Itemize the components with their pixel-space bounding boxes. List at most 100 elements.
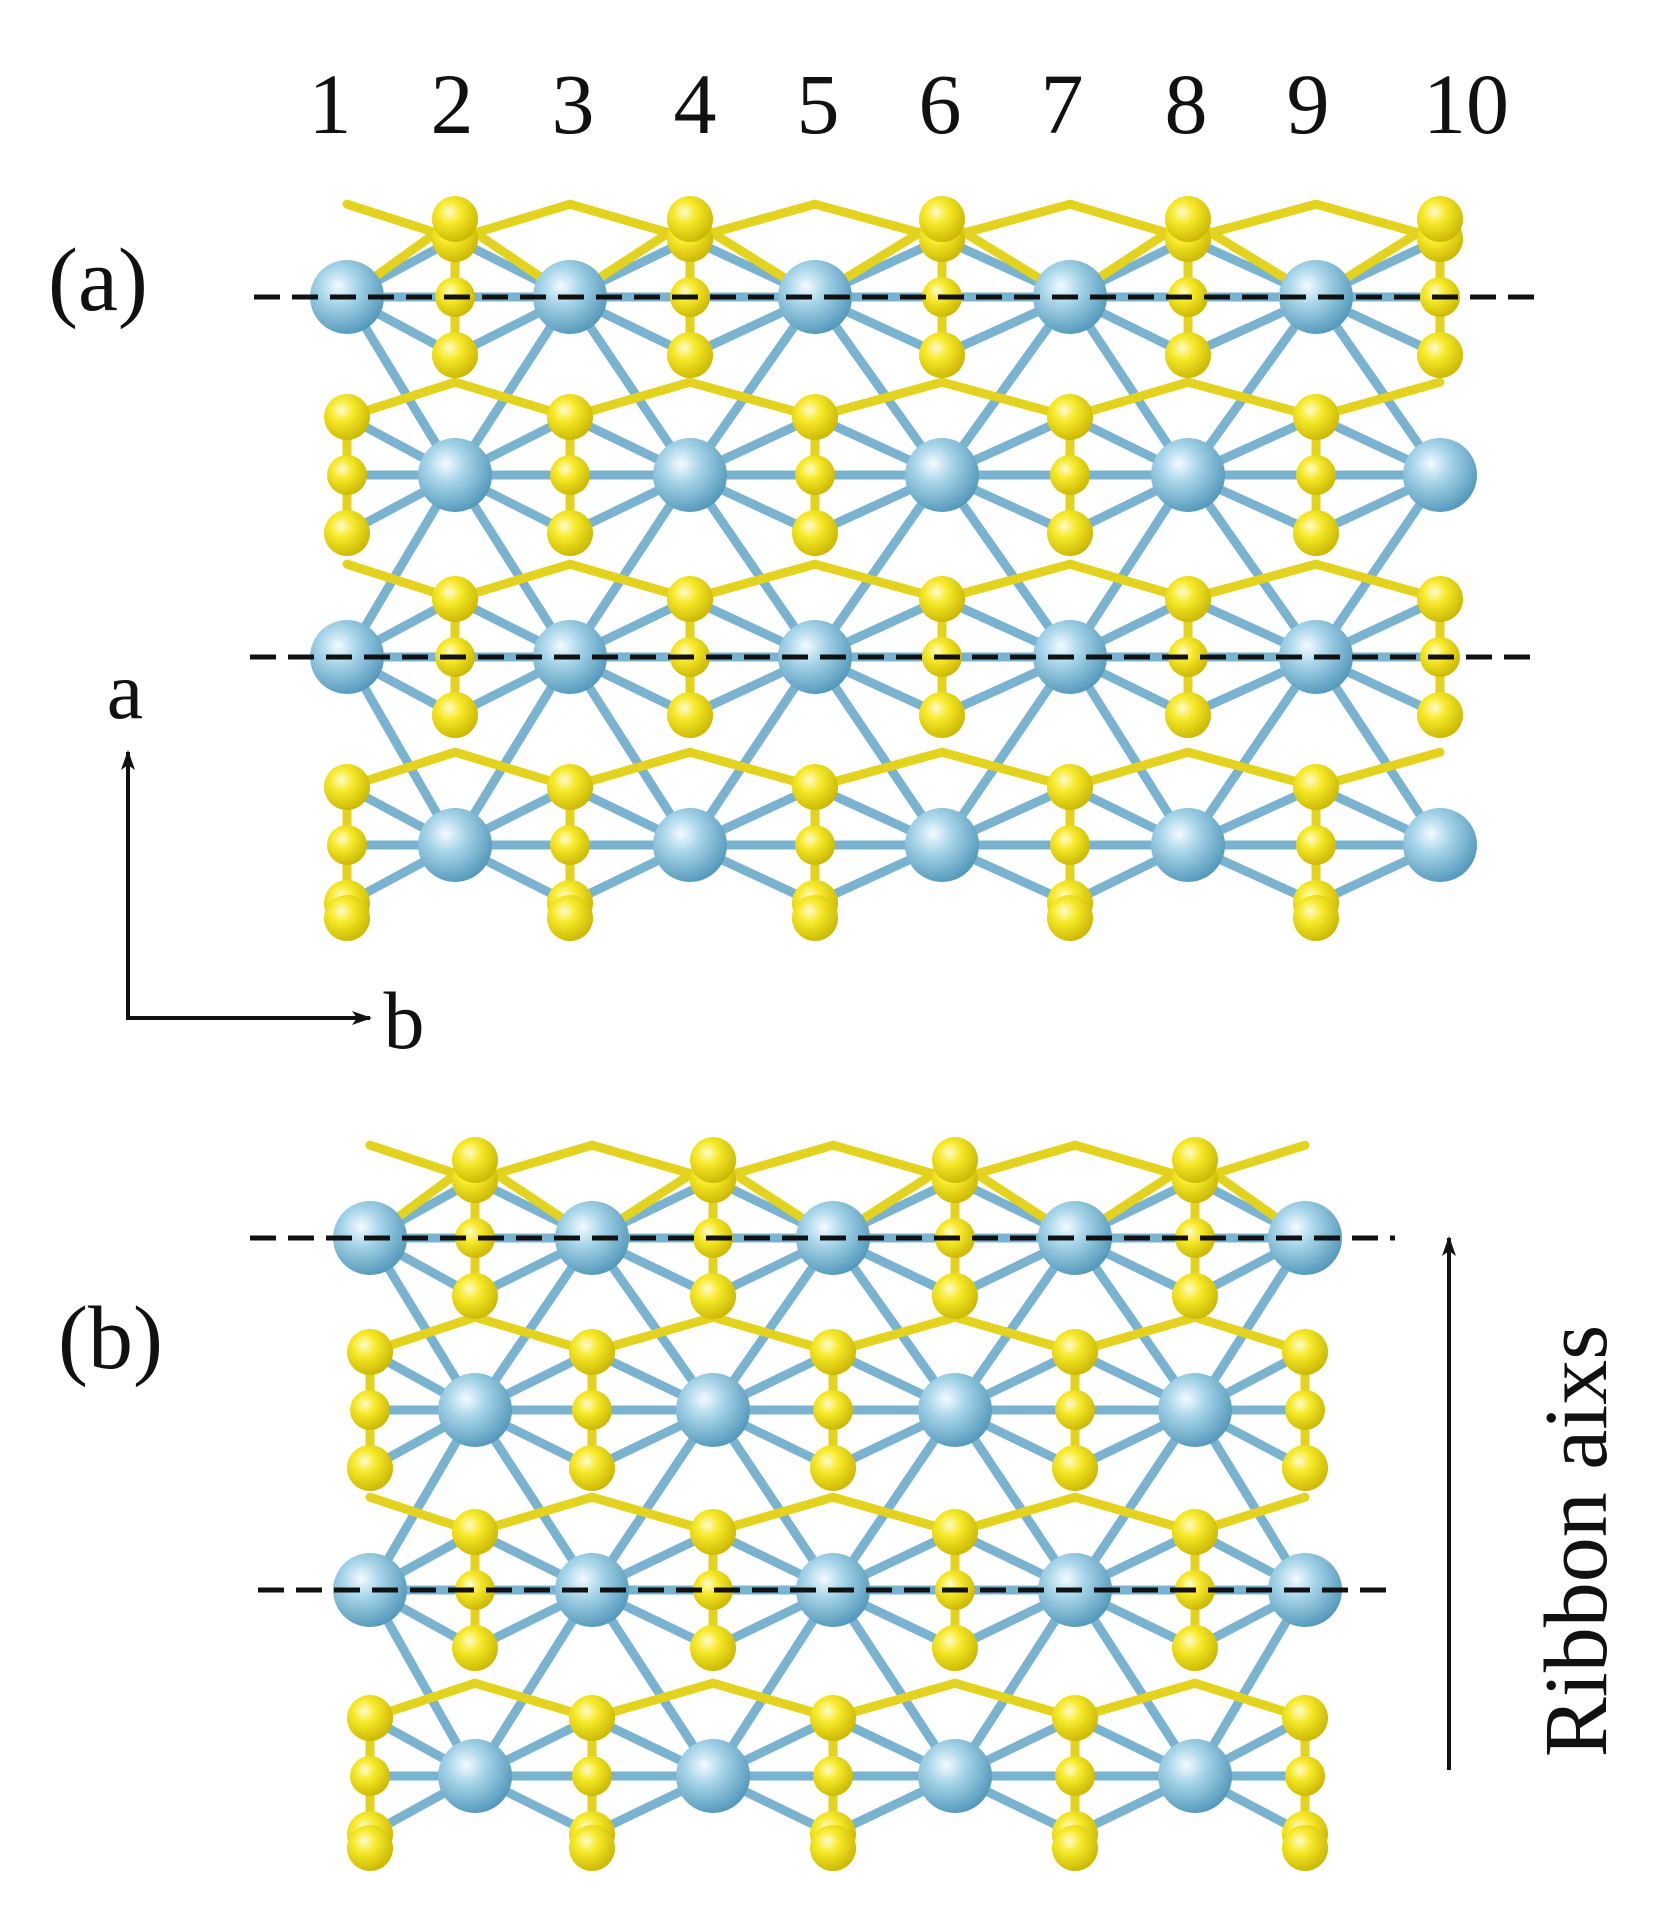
metal-atom — [1038, 1201, 1112, 1275]
metal-atom — [1268, 1201, 1342, 1275]
chalcogen-atom — [1285, 1756, 1325, 1796]
chalcogen-atom — [795, 455, 835, 495]
chalcogen-atom — [547, 394, 593, 440]
metal-atom — [918, 1739, 992, 1813]
chalcogen-atom — [1417, 196, 1463, 242]
chalcogen-atom — [813, 1390, 853, 1430]
bond — [685, 652, 820, 850]
chalcogen-atom — [452, 1273, 498, 1319]
chalcogen-atom — [455, 1570, 495, 1610]
column-numbers: 1 2 3 4 5 6 7 8 9 10 — [309, 56, 1510, 152]
chalcogen-atom-layer — [324, 196, 1463, 941]
chalcogen-atom — [1293, 394, 1339, 440]
chalcogen-atom — [547, 510, 593, 556]
chalcogen-atom — [1165, 196, 1211, 242]
chalcogen-atom — [547, 764, 593, 810]
lattice-axes: a b — [107, 645, 425, 1066]
chalcogen-atom — [919, 196, 965, 242]
column-number-1: 1 — [309, 56, 352, 152]
metal-atom — [918, 1373, 992, 1447]
chalcogen-atom — [327, 825, 367, 865]
column-number-3: 3 — [552, 56, 595, 152]
chalcogen-atom — [792, 764, 838, 810]
chalcogen-atom — [919, 692, 965, 738]
chalcogen-atom — [350, 1390, 390, 1430]
metal-atom — [1158, 1373, 1232, 1447]
metal-atom — [905, 438, 979, 512]
column-number-8: 8 — [1165, 56, 1208, 152]
chalcogen-atom — [432, 196, 478, 242]
chalcogen-atom — [932, 1625, 978, 1671]
chalcogen-atom — [1047, 764, 1093, 810]
bond — [1311, 652, 1445, 850]
metal-atom — [778, 620, 852, 694]
chalcogen-atom — [1285, 1390, 1325, 1430]
chalcogen-atom — [1050, 455, 1090, 495]
bond — [565, 652, 695, 850]
b-axis-label: b — [384, 975, 425, 1066]
structure-panel-b — [250, 1137, 1398, 1871]
dashed-line-layer — [250, 294, 1536, 660]
bond — [828, 1585, 960, 1781]
chalcogen-atom — [1417, 332, 1463, 378]
chalcogen-atom — [1047, 394, 1093, 440]
chalcogen-atom — [1165, 576, 1211, 622]
metal-atom — [653, 808, 727, 882]
metal-atom — [418, 808, 492, 882]
chalcogen-atom — [572, 1756, 612, 1796]
column-number-2: 2 — [431, 56, 474, 152]
chalcogen-atom — [1052, 1825, 1098, 1871]
chalcogen-atom — [1417, 692, 1463, 738]
column-number-9: 9 — [1287, 56, 1330, 152]
chalcogen-atom — [1165, 692, 1211, 738]
chalcogen-atom — [452, 1625, 498, 1671]
chalcogen-atom — [572, 1390, 612, 1430]
chalcogen-atom — [667, 196, 713, 242]
chalcogen-atom — [1052, 1329, 1098, 1375]
chalcogen-atom — [324, 394, 370, 440]
bond — [1183, 652, 1321, 850]
chalcogen-atom — [347, 1445, 393, 1491]
column-number-4: 4 — [674, 56, 717, 152]
chalcogen-atom — [569, 1445, 615, 1491]
metal-atom — [1151, 808, 1225, 882]
metal-atom — [905, 808, 979, 882]
metal-atom-layer — [310, 260, 1477, 882]
chalcogen-atom — [1050, 825, 1090, 865]
chalcogen-atom — [455, 1218, 495, 1258]
chalcogen-atom — [1175, 1218, 1215, 1258]
chalcogen-atom — [1047, 895, 1093, 941]
chalcogen-atom — [693, 1570, 733, 1610]
chalcogen-atom — [810, 1825, 856, 1871]
chalcogen-atom — [347, 1329, 393, 1375]
chalcogen-atom — [1055, 1390, 1095, 1430]
chalcogen-atom — [1293, 764, 1339, 810]
chalcogen-atom — [919, 576, 965, 622]
bond-layer — [342, 199, 1445, 908]
metal-atom — [676, 1373, 750, 1447]
chalcogen-atom — [327, 455, 367, 495]
chalcogen-atom — [1165, 332, 1211, 378]
chalcogen-atom — [810, 1695, 856, 1741]
metal-atom — [438, 1739, 512, 1813]
chalcogen-atom — [932, 1509, 978, 1555]
chalcogen-atom — [1296, 825, 1336, 865]
chalcogen-atom — [1282, 1695, 1328, 1741]
chalcogen-atom — [550, 455, 590, 495]
chalcogen-atom — [932, 1137, 978, 1183]
ribbon-axis-label: Ribbon aixs — [1527, 1325, 1626, 1758]
ribbon-axis: Ribbon aixs — [1442, 1236, 1626, 1770]
chalcogen-atom — [1172, 1625, 1218, 1671]
chalcogen-atom — [667, 576, 713, 622]
metal-atom — [1403, 438, 1477, 512]
chalcogen-atom — [667, 692, 713, 738]
chalcogen-atom — [432, 332, 478, 378]
column-number-10: 10 — [1423, 56, 1509, 152]
chalcogen-atom — [569, 1329, 615, 1375]
chalcogen-atom — [547, 895, 593, 941]
chalcogen-atom — [792, 510, 838, 556]
chalcogen-atom-layer — [347, 1137, 1328, 1871]
metal-atom — [653, 438, 727, 512]
